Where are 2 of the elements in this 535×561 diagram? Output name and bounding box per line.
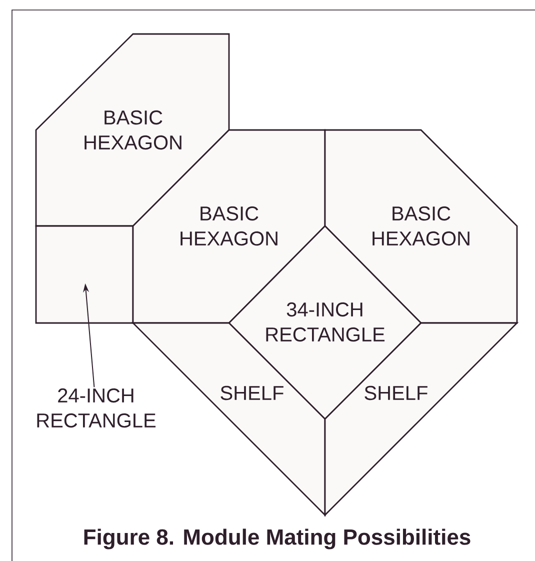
- rectangle-module: [35, 225, 134, 324]
- figure-caption: Figure 8. Module Mating Possibilities: [84, 528, 470, 550]
